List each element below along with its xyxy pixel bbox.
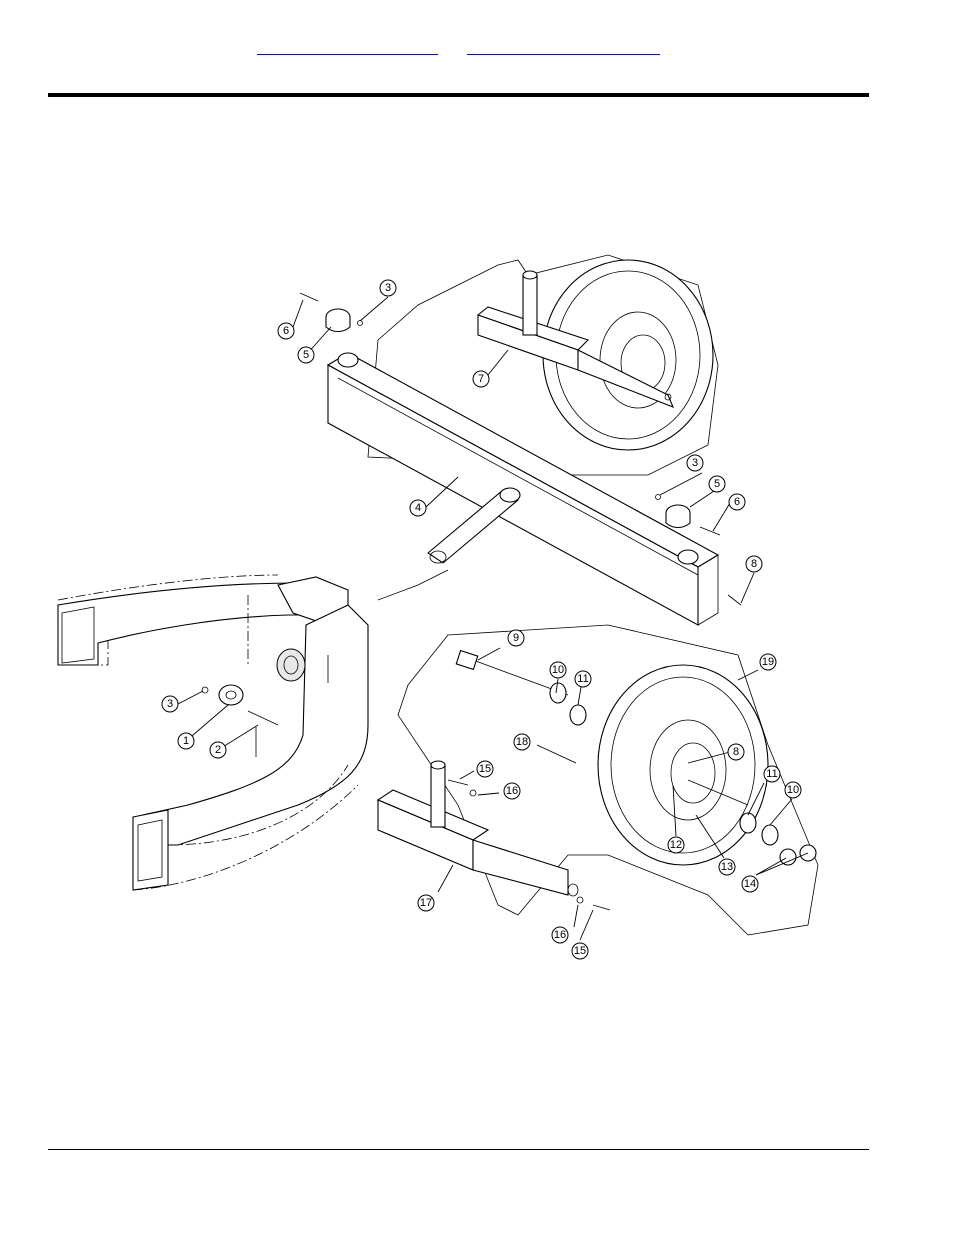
callout-11-right: 11 (764, 766, 780, 782)
svg-text:13: 13 (721, 861, 733, 873)
callout-18: 18 (514, 734, 530, 750)
callout-19: 19 (760, 654, 776, 670)
svg-text:18: 18 (516, 736, 528, 748)
lower-wheel (378, 651, 816, 910)
hitch-frame (58, 575, 368, 890)
svg-text:15: 15 (479, 763, 491, 775)
svg-text:16: 16 (554, 929, 566, 941)
svg-text:11: 11 (766, 768, 777, 780)
callout-2: 2 (210, 742, 226, 758)
axle-to-frame-leader (378, 570, 448, 600)
parts-diagram: 1 2 3 3 3 4 5 5 6 6 7 8 8 9 10 10 11 11 … (48, 245, 830, 967)
svg-text:14: 14 (744, 878, 756, 890)
svg-text:10: 10 (787, 784, 799, 796)
callout-5-upper: 5 (298, 347, 314, 363)
svg-text:1: 1 (183, 735, 189, 747)
callout-3-hitch: 3 (162, 696, 178, 712)
callout-3-upper: 3 (380, 280, 396, 296)
callout-9: 9 (508, 630, 524, 646)
callout-3-right: 3 (687, 455, 703, 471)
svg-text:2: 2 (215, 744, 221, 756)
callout-16-lower: 16 (552, 927, 568, 943)
callout-14: 14 (742, 876, 758, 892)
header-link-2[interactable] (467, 40, 660, 55)
footer-rule (48, 1149, 869, 1150)
callout-6-upper: 6 (278, 323, 294, 339)
svg-text:11: 11 (577, 673, 588, 685)
svg-text:12: 12 (670, 839, 682, 851)
svg-text:6: 6 (734, 496, 740, 508)
svg-text:5: 5 (714, 478, 720, 490)
callout-5-right: 5 (709, 476, 725, 492)
svg-text:4: 4 (415, 502, 421, 514)
svg-text:9: 9 (513, 632, 519, 644)
svg-text:3: 3 (385, 282, 391, 294)
callout-13: 13 (719, 859, 735, 875)
svg-text:17: 17 (420, 897, 432, 909)
header-link-1[interactable] (257, 40, 438, 55)
callout-7: 7 (473, 371, 489, 387)
callout-17: 17 (418, 895, 434, 911)
callout-1: 1 (178, 733, 194, 749)
svg-text:7: 7 (478, 373, 484, 385)
callout-16-upper: 16 (504, 783, 520, 799)
callout-12: 12 (668, 837, 684, 853)
svg-text:3: 3 (692, 457, 698, 469)
callout-8-hub: 8 (728, 744, 744, 760)
svg-text:19: 19 (762, 656, 774, 668)
svg-text:8: 8 (751, 558, 757, 570)
svg-text:5: 5 (303, 349, 309, 361)
callout-10-left: 10 (550, 662, 566, 678)
callout-15-lower: 15 (572, 943, 588, 959)
svg-text:3: 3 (167, 698, 173, 710)
callout-8-right: 8 (746, 556, 762, 572)
svg-text:8: 8 (733, 746, 739, 758)
svg-text:10: 10 (552, 664, 564, 676)
callout-11-left: 11 (575, 671, 591, 687)
callout-4: 4 (410, 500, 426, 516)
svg-text:6: 6 (283, 325, 289, 337)
svg-text:16: 16 (506, 785, 518, 797)
svg-text:15: 15 (574, 945, 586, 957)
callout-10-right: 10 (785, 782, 801, 798)
header-rule (48, 93, 869, 97)
callout-6-right: 6 (729, 494, 745, 510)
callout-15-upper: 15 (477, 761, 493, 777)
